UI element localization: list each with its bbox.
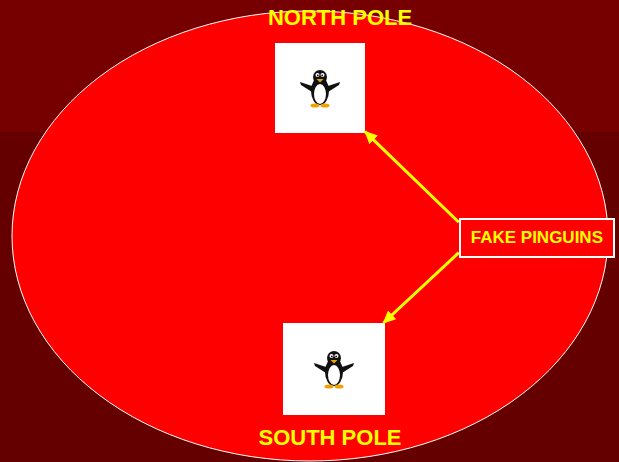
callout-label: FAKE PINGUINS [471, 228, 603, 248]
arrow-connector [365, 132, 459, 223]
arrow-connector [383, 253, 458, 323]
picture-box: SOUTH POLE [283, 323, 385, 415]
picture-box: NORTH POLE [275, 43, 365, 133]
pole-heading: NORTH POLE [220, 5, 460, 30]
pole-heading: SOUTH POLE [210, 425, 450, 450]
callout-box: FAKE PINGUINS [459, 218, 615, 258]
penguin-picture [314, 351, 354, 389]
penguin-picture [300, 70, 340, 108]
picture-frame [275, 43, 365, 133]
globe-ellipse [12, 11, 608, 461]
picture-frame [283, 323, 385, 415]
